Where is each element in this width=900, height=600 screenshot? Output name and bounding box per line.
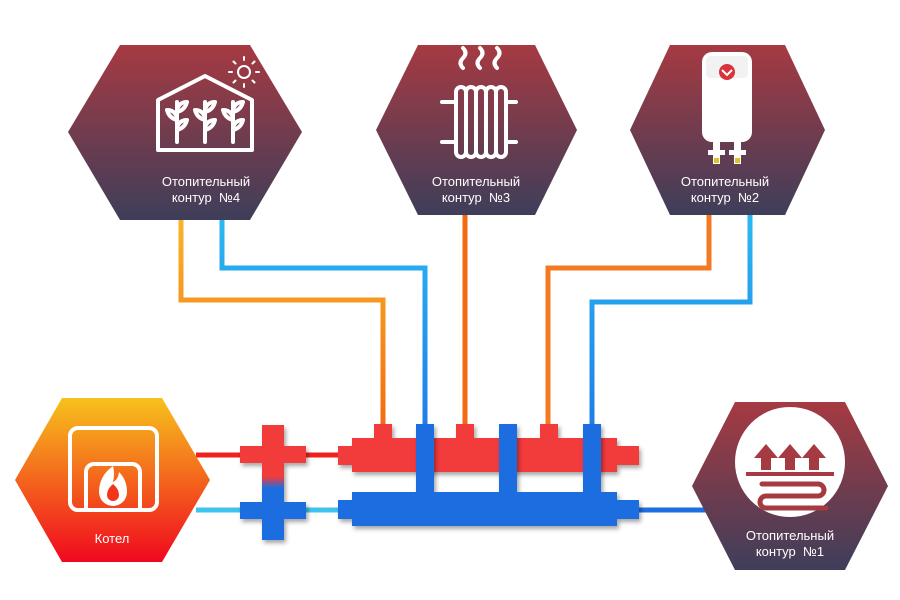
circuit1-label-line2: контур №1 bbox=[756, 544, 824, 559]
circuit2-pipes bbox=[545, 215, 753, 430]
circuit2-label-line1: Отопительный bbox=[681, 174, 769, 189]
sun-icon bbox=[228, 56, 260, 88]
radiator-icon bbox=[440, 46, 518, 159]
circuit1-label-line1: Отопительный bbox=[746, 528, 834, 543]
circuit3-label-line2: контур №3 bbox=[442, 190, 510, 205]
circuit4-label-line1: Отопительный bbox=[162, 174, 250, 189]
circuit2-return-pipe bbox=[589, 215, 753, 430]
circuit4-return-pipe bbox=[219, 218, 428, 430]
circuit2-node: Отопительный контур №2 bbox=[630, 45, 825, 215]
circuit3-node: Отопительный контур №3 bbox=[376, 45, 577, 215]
circuit4-pipes bbox=[178, 218, 428, 430]
greenhouse-icon bbox=[156, 74, 254, 152]
circuit4-node: Отопительный контур №4 bbox=[68, 45, 302, 220]
boiler-label: Котел bbox=[95, 531, 130, 546]
supply-manifold bbox=[338, 424, 639, 472]
circuit2-supply-pipe bbox=[545, 215, 712, 430]
circuit4-supply-pipe bbox=[178, 218, 386, 430]
boiler-icon bbox=[68, 426, 159, 512]
circuit3-label-line1: Отопительный bbox=[432, 174, 520, 189]
circuit4-label-line2: контур №4 bbox=[172, 190, 240, 205]
return-manifold bbox=[338, 424, 639, 526]
circuit3-pipes bbox=[462, 215, 511, 430]
water-heater-icon bbox=[702, 52, 752, 164]
circuit2-label-line2: контур №2 bbox=[691, 190, 759, 205]
boiler-node: Котел bbox=[15, 398, 210, 562]
hydraulic-separator bbox=[240, 425, 306, 540]
underfloor-heating-icon bbox=[735, 407, 845, 517]
circuit1-node: Отопительный контур №1 bbox=[692, 402, 888, 570]
